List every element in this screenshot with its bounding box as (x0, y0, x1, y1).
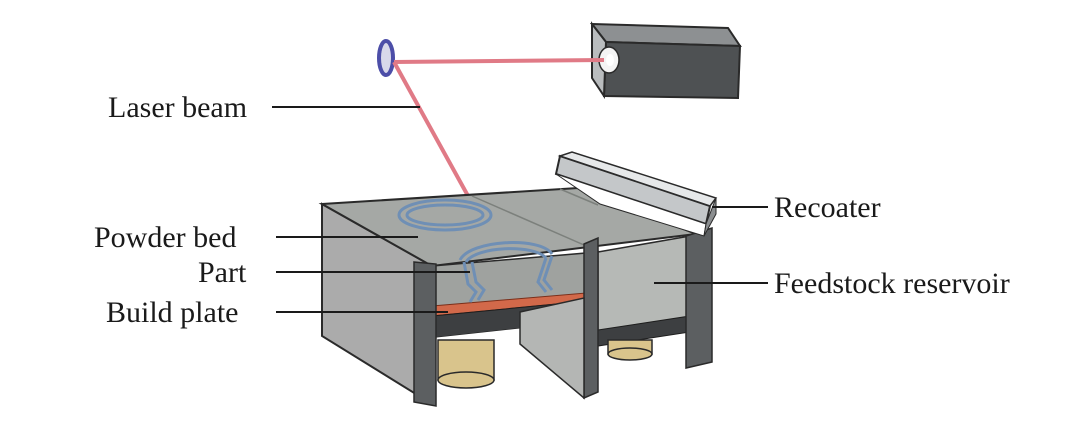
divider-wall (519, 236, 599, 400)
label-part: Part (198, 256, 247, 289)
reservoir-piston (607, 339, 653, 361)
label-recoater: Recoater (774, 191, 881, 224)
label-laser-beam: Laser beam (108, 91, 247, 124)
label-build-plate: Build plate (106, 296, 238, 329)
laser-source (589, 21, 742, 100)
recoater-blade (554, 151, 718, 237)
mirror (377, 39, 395, 77)
leader-lines (272, 106, 768, 313)
right-wall (685, 226, 713, 369)
label-feedstock-reservoir: Feedstock reservoir (774, 267, 1010, 300)
bed-piston (437, 339, 495, 389)
laser-beam-path (392, 58, 605, 215)
front-wall (413, 261, 437, 407)
label-powder-bed: Powder bed (94, 221, 236, 254)
